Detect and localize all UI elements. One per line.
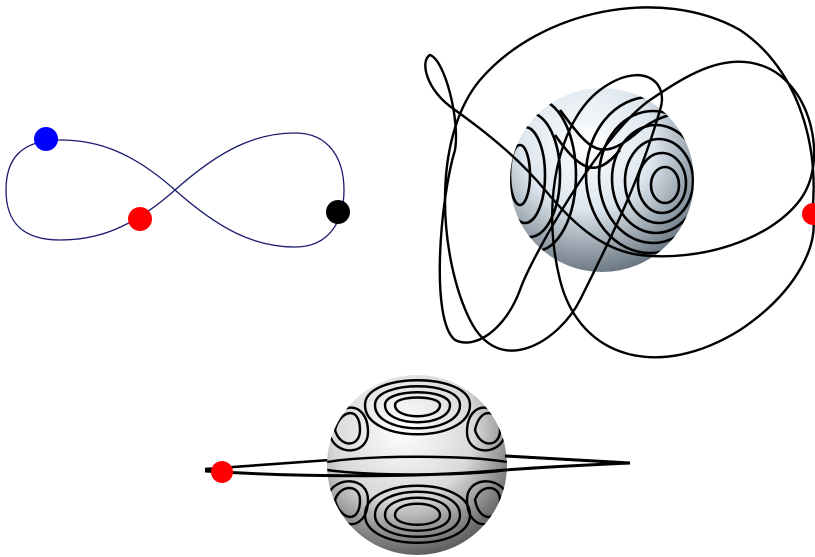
black-body (326, 200, 350, 224)
top-red-marker (802, 203, 815, 225)
sphere-orbit-bottom-panel (204, 375, 631, 555)
red-body (128, 207, 152, 231)
top-orbit-curve (443, 6, 815, 359)
bottom-red-marker (211, 461, 233, 483)
figure-eight-curve (5, 132, 345, 248)
sphere-orbit-top-panel (424, 6, 815, 359)
bottom-sphere (327, 375, 507, 555)
figure-eight-panel (5, 127, 350, 248)
blue-body (34, 127, 58, 151)
top-orbit-loop (424, 53, 815, 344)
top-sphere (510, 88, 694, 272)
bottom-orbit-front (204, 454, 631, 478)
